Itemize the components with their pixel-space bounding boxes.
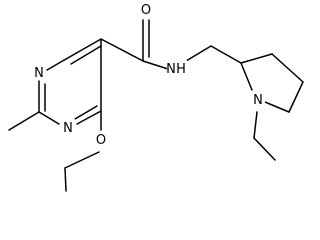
- bond-c2-n3: [38, 111, 60, 125]
- bond-nh-ch2: [185, 45, 212, 62]
- atom-nh-amide: N H: [166, 60, 187, 77]
- bond-c6-n1: [46, 58, 67, 71]
- bond-c6-c5-double: [70, 45, 102, 65]
- atom-n-mid: N: [61, 119, 75, 136]
- bond-oether-ch2: [64, 151, 100, 169]
- molecule-canvas: N N O N H O N: [8, 2, 304, 192]
- bond-n-ethyl-ch2: [253, 111, 258, 139]
- bond-n3-c4: [76, 110, 102, 125]
- bond-c2prime-c3prime: [240, 53, 273, 64]
- atom-o-ether: O: [94, 131, 109, 148]
- bond-c5prime-n: [264, 101, 290, 113]
- bond-c2-methyl: [8, 111, 40, 131]
- chemical-structure-diagram: N N O N H O N: [8, 2, 304, 192]
- atom-n-top: N: [32, 64, 46, 81]
- bond-ethoxy-ch2-ch3: [64, 167, 67, 192]
- bond-ethyl-ch2-ch3: [253, 137, 276, 161]
- atom-label-o-carbonyl: O: [141, 3, 151, 18]
- atom-label-n-mid: N: [63, 121, 73, 136]
- bond-c5-carbonyl: [100, 38, 144, 62]
- bond-n-c2prime: [240, 62, 253, 91]
- atom-o-carbonyl: O: [138, 2, 153, 18]
- atom-label-o-ether: O: [96, 133, 106, 148]
- bond-c4prime-c5prime: [288, 81, 304, 113]
- bonds: [8, 19, 304, 192]
- bond-n3-c4-double: [74, 105, 98, 120]
- atom-n-ring: N: [251, 91, 265, 108]
- atom-label-n-top: N: [34, 66, 44, 81]
- bond-c6-c5: [65, 38, 102, 60]
- atom-label-nh-h: H: [176, 62, 186, 77]
- bond-ch2-c2prime: [210, 45, 242, 64]
- atom-label-nh-n: N: [166, 62, 176, 77]
- atom-labels: N N O N H O N: [32, 2, 265, 148]
- atom-label-n-ring: N: [253, 93, 263, 108]
- bond-c3prime-c4prime: [271, 53, 304, 83]
- bond-carbonyl-nh: [142, 60, 169, 70]
